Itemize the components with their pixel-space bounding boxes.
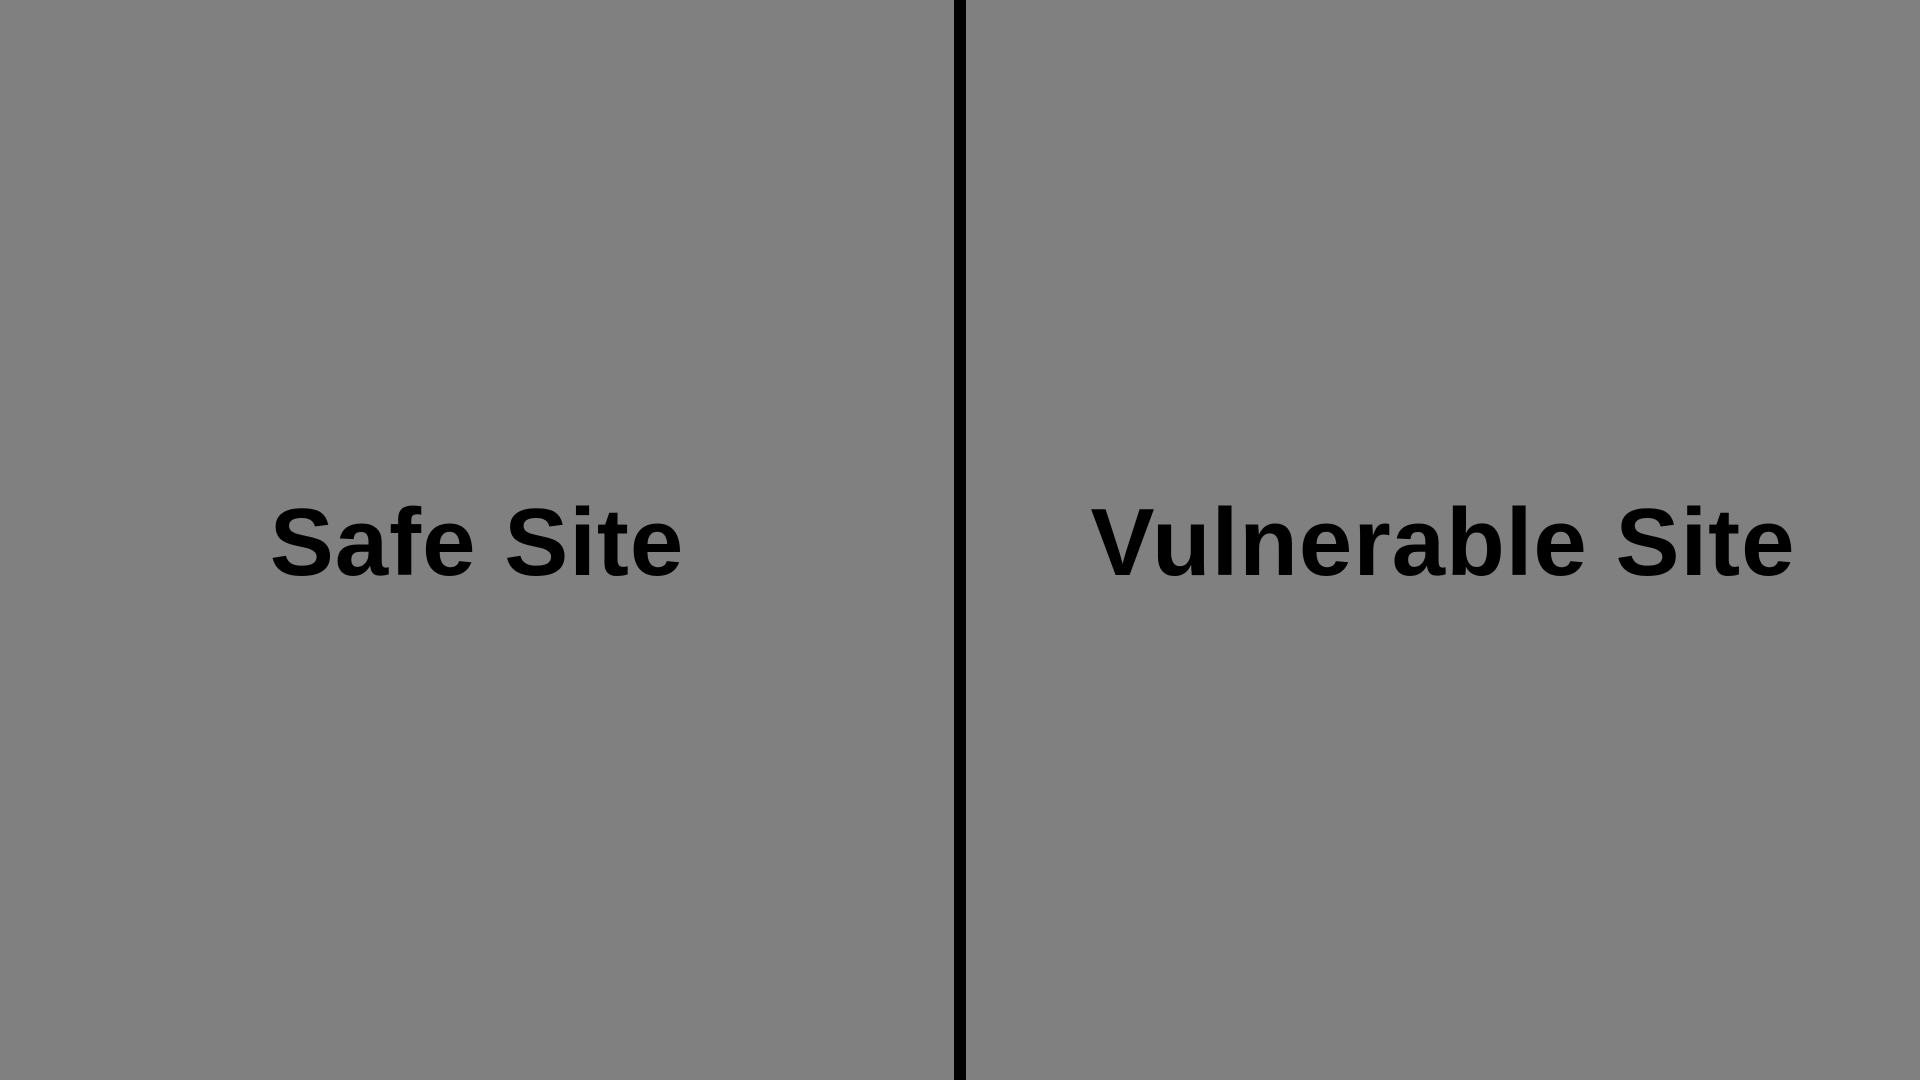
safe-site-label: Safe Site	[269, 488, 685, 596]
vulnerable-site-label: Vulnerable Site	[1090, 488, 1796, 596]
pane-divider	[954, 0, 966, 1080]
safe-site-pane[interactable]: Safe Site	[0, 0, 954, 1080]
vulnerable-site-pane[interactable]: Vulnerable Site	[966, 0, 1920, 1080]
